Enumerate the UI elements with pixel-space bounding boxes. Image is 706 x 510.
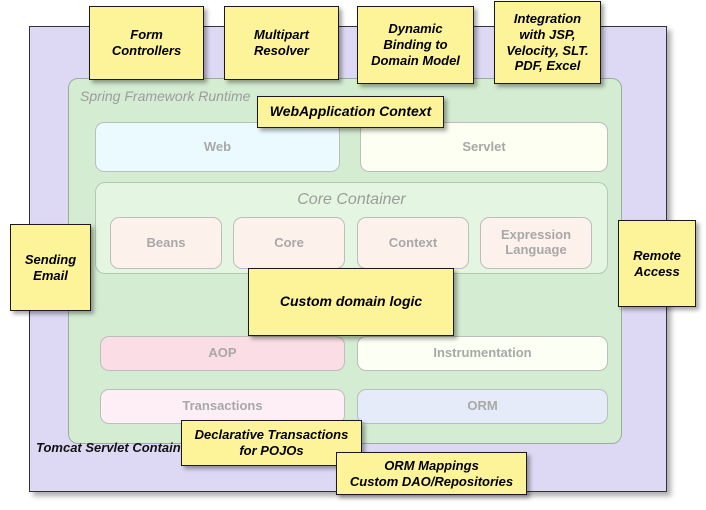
module-expression-language[interactable]: Expression Language xyxy=(480,217,592,269)
module-transactions-label: Transactions xyxy=(182,398,263,414)
core-container-label: Core Container xyxy=(297,191,406,208)
module-aop-label: AOP xyxy=(208,345,237,361)
module-servlet[interactable]: Servlet xyxy=(360,122,608,172)
note-custom-domain-logic[interactable]: Custom domain logic xyxy=(248,268,454,336)
module-aop[interactable]: AOP xyxy=(100,336,345,371)
module-core[interactable]: Core xyxy=(233,217,345,269)
module-web-label: Web xyxy=(203,138,232,154)
module-beans-label: Beans xyxy=(146,234,186,250)
module-instrumentation[interactable]: Instrumentation xyxy=(357,336,608,371)
tomcat-servlet-container-label: Tomcat Servlet Container xyxy=(36,440,194,455)
module-core-label: Core xyxy=(274,234,304,250)
module-context[interactable]: Context xyxy=(357,217,469,269)
note-webapplication-context-text: WebApplication Context xyxy=(269,103,432,120)
module-expression-language-label: Expression Language xyxy=(500,227,572,257)
spring-framework-runtime-label: Spring Framework Runtime xyxy=(80,88,251,104)
module-servlet-label: Servlet xyxy=(462,138,506,154)
note-custom-domain-logic-text: Custom domain logic xyxy=(279,293,423,310)
module-web[interactable]: Web xyxy=(95,122,340,172)
note-webapplication-context[interactable]: WebApplication Context xyxy=(257,96,444,128)
module-context-label: Context xyxy=(388,234,438,250)
module-orm[interactable]: ORM xyxy=(357,389,608,424)
module-beans[interactable]: Beans xyxy=(110,217,222,269)
module-instrumentation-label: Instrumentation xyxy=(433,345,532,361)
module-orm-label: ORM xyxy=(467,398,498,414)
module-transactions[interactable]: Transactions xyxy=(100,389,345,424)
